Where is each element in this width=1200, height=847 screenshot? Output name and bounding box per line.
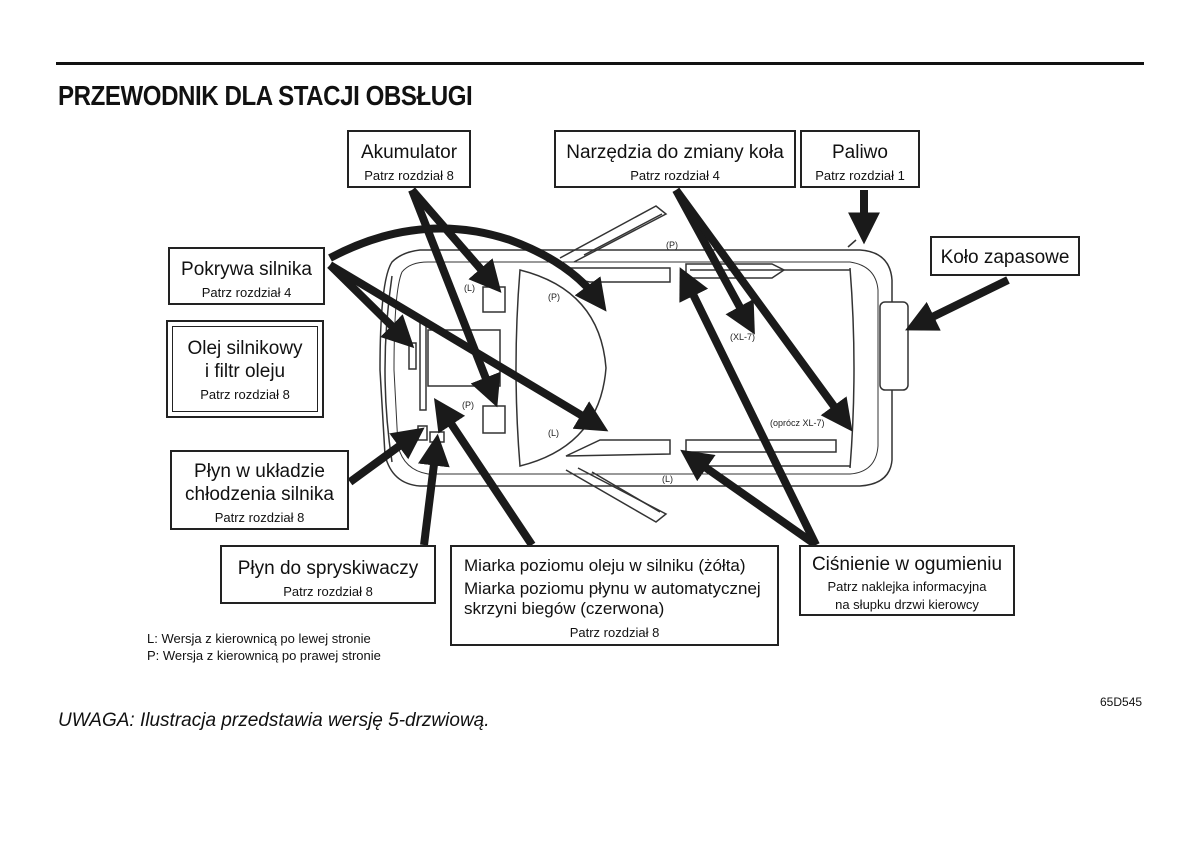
kolo-title: Koło zapasowe — [940, 247, 1070, 268]
legend-l: L: Wersja z kierownicą po lewej stronie — [147, 631, 371, 646]
paliwo-title: Paliwo — [832, 142, 888, 163]
label-kolo-zapasowe: Koło zapasowe — [930, 236, 1080, 276]
mark-oprocz-xl7: (oprócz XL-7) — [770, 418, 825, 428]
miarka-ref: Patrz rozdział 8 — [569, 625, 660, 640]
pointer-arrows — [327, 187, 1010, 549]
spryskiwacze-title: Płyn do spryskiwaczy — [237, 558, 419, 579]
narzedzia-ref: Patrz rozdział 4 — [630, 168, 720, 183]
page-title: PRZEWODNIK DLA STACJI OBSŁUGI — [58, 80, 473, 111]
narzedzia-title: Narzędzia do zmiany koła — [566, 142, 784, 163]
mark-l-bottom-door: (L) — [662, 474, 673, 484]
olej-ref: Patrz rozdział 8 — [200, 387, 290, 402]
label-chlodzenie: Płyn w układzie chłodzenia silnika Patrz… — [170, 450, 349, 530]
cisnienie-ref-1: Patrz naklejka informacyjna — [827, 579, 987, 594]
olej-title-1: Olej silnikowy — [187, 338, 303, 359]
legend-p: P: Wersja z kierownicą po prawej stronie — [147, 648, 381, 663]
cisnienie-title: Ciśnienie w ogumieniu — [811, 554, 1003, 575]
label-cisnienie: Ciśnienie w ogumieniu Patrz naklejka inf… — [799, 545, 1015, 616]
mark-p-top-door: (P) — [666, 240, 678, 250]
header-rule — [56, 62, 1144, 65]
akumulator-title: Akumulator — [360, 142, 458, 163]
pokrywa-ref: Patrz rozdział 4 — [201, 285, 292, 300]
mark-xl7: (XL-7) — [730, 332, 755, 342]
mark-l-engine: (L) — [464, 283, 475, 293]
label-spryskiwacze: Płyn do spryskiwaczy Patrz rozdział 8 — [220, 545, 436, 604]
label-narzedzia: Narzędzia do zmiany koła Patrz rozdział … — [554, 130, 796, 188]
legend: L: Wersja z kierownicą po lewej stronie … — [147, 630, 381, 664]
paliwo-ref: Patrz rozdział 1 — [815, 168, 905, 183]
label-miarka: Miarka poziomu oleju w silniku (żółta) M… — [450, 545, 779, 646]
label-paliwo: Paliwo Patrz rozdział 1 — [800, 130, 920, 188]
car-outline — [379, 205, 909, 523]
note: UWAGA: Ilustracja przedstawia wersję 5-d… — [58, 710, 490, 731]
cisnienie-ref-2: na słupku drzwi kierowcy — [835, 597, 979, 612]
label-olej: Olej silnikowy i filtr oleju Patrz rozdz… — [166, 320, 324, 418]
miarka-line-1: Miarka poziomu oleju w silniku (żółta) — [464, 556, 746, 575]
mark-l-front-seat: (L) — [548, 428, 559, 438]
olej-frame: Olej silnikowy i filtr oleju Patrz rozdz… — [172, 326, 318, 412]
olej-title-2: i filtr oleju — [204, 361, 286, 382]
label-akumulator: Akumulator Patrz rozdział 8 — [347, 130, 471, 188]
mark-p-front-seat: (P) — [548, 292, 560, 302]
miarka-line-3: skrzyni biegów (czerwona) — [464, 599, 665, 618]
spryskiwacze-ref: Patrz rozdział 8 — [283, 584, 373, 599]
image-code: 65D545 — [1100, 695, 1143, 709]
chlodzenie-title-2: chłodzenia silnika — [185, 484, 334, 505]
pokrywa-title: Pokrywa silnika — [181, 259, 312, 280]
akumulator-ref: Patrz rozdział 8 — [364, 168, 454, 183]
chlodzenie-title-1: Płyn w układzie — [194, 461, 325, 482]
label-pokrywa: Pokrywa silnika Patrz rozdział 4 — [168, 247, 325, 305]
miarka-line-2: Miarka poziomu płynu w automatycznej — [464, 579, 761, 598]
chlodzenie-ref: Patrz rozdział 8 — [214, 510, 305, 525]
mark-p-engine: (P) — [462, 400, 474, 410]
